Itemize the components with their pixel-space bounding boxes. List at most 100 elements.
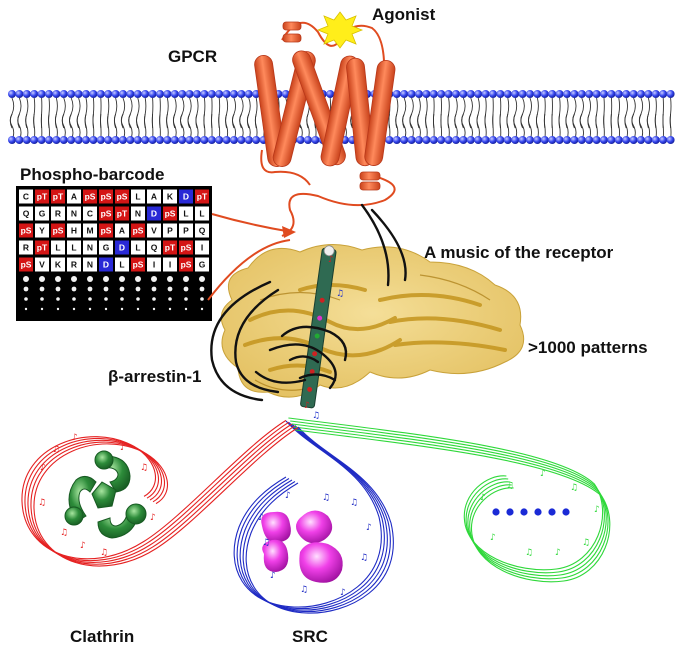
barcode-dot [151,276,157,282]
barcode-cell [195,223,209,238]
barcode-dot [88,297,92,301]
barcode-cell [179,223,193,238]
lipid-head [474,136,483,144]
music-note-icon: ♪ [594,505,600,515]
barcode-cell [67,189,81,204]
barcode-dot [40,297,44,301]
music-note-icon: ♫ [60,528,68,538]
barcode-dot [168,307,172,311]
barcode-residue: K [55,260,62,270]
barcode-residue: pT [165,243,176,253]
stream-notes-icon: ♪♫♪♫♪♫♪♫♪♫♪♫♪♫♪♫♪♫♪♫♪♫♪♫♪♫♪♫♪ [38,433,600,598]
barcode-cell [195,257,209,272]
barcode-dot [199,286,205,292]
barcode-residue: A [119,226,125,236]
music-note-icon: ♫ [262,538,270,548]
lipid-head [37,90,46,98]
lipid-head [400,136,409,144]
barcode-cell [51,223,65,238]
barcode-residue: L [119,260,124,270]
barcode-cell [115,223,129,238]
barcode-residue: pS [21,226,32,236]
barcode-residue: Q [199,226,206,236]
svg-text:♪: ♪ [304,401,310,411]
lipid-head [577,90,586,98]
barcode-residue: pS [133,260,144,270]
lipid-head [252,136,261,144]
barcode-dot [135,276,141,282]
barcode-cell [115,240,129,255]
arrowhead-icon [282,226,296,238]
music-note-icon: ♪ [480,493,486,503]
gpcr-receptor [254,21,396,237]
lipid-head [207,136,216,144]
lipid-head [281,90,290,98]
barcode-cell [147,223,161,238]
barcode-cell [51,257,65,272]
lipid-head [400,90,409,98]
barcode-cell [163,189,177,204]
music-note-icon: ♫ [525,548,533,558]
target-dot [506,508,514,516]
barcode-dot [167,276,173,282]
lipid-head [89,136,98,144]
lipid-head [385,136,394,144]
lipid-head [141,136,150,144]
lipid-head [148,136,157,144]
barcode-cell [195,189,209,204]
lipid-head [592,136,601,144]
barcode-cell [67,240,81,255]
music-note-icon: ♪ [150,513,156,523]
target-dot [492,508,500,516]
barcode-cell [179,206,193,221]
lipid-head [193,136,201,144]
target-dot [548,508,556,516]
barcode-residue: N [87,260,93,270]
barcode-dot [23,286,29,292]
lipid-head [200,136,209,144]
lipid-head [622,136,631,144]
lipid-head [37,136,46,144]
barcode-dot [183,276,189,282]
lipid-head [200,90,209,98]
barcode-cell [147,257,161,272]
barcode-cell [35,240,49,255]
barcode-residue: G [39,209,46,219]
lipid-head [156,90,164,98]
barcode-cell [131,223,145,238]
green-target-dots [492,508,570,516]
lipid-head [437,136,446,144]
barcode-cell [19,240,33,255]
barcode-residue: K [167,192,174,202]
lipid-head [45,90,53,98]
lipid-head [52,136,61,144]
lipid-head [96,90,105,98]
barcode-cell [35,206,49,221]
lipid-head [600,90,608,98]
lipid-head [215,90,224,98]
blue-stream-line [245,426,394,614]
lipid-head [392,136,401,144]
barcode-cell [195,240,209,255]
barcode-dot [103,276,109,282]
barcode-residue: Q [23,209,30,219]
barcode-cell [99,223,113,238]
barcode-cell [163,223,177,238]
barcode-residue: pS [101,192,112,202]
lipid-head [119,136,127,144]
barcode-cell [147,206,161,221]
lipid-head [74,136,83,144]
lipid-head [422,136,431,144]
lipid-head [452,136,460,144]
barcode-dot [120,307,124,311]
barcode-dot [167,286,173,292]
barcode-dot [200,297,204,301]
lipid-head [45,136,53,144]
lipid-head [563,136,571,144]
lipid-head [444,136,453,144]
barcode-residue: N [135,209,141,219]
music-note-icon: ♫ [140,463,148,473]
lipid-head [555,90,564,98]
barcode-cell [195,206,209,221]
